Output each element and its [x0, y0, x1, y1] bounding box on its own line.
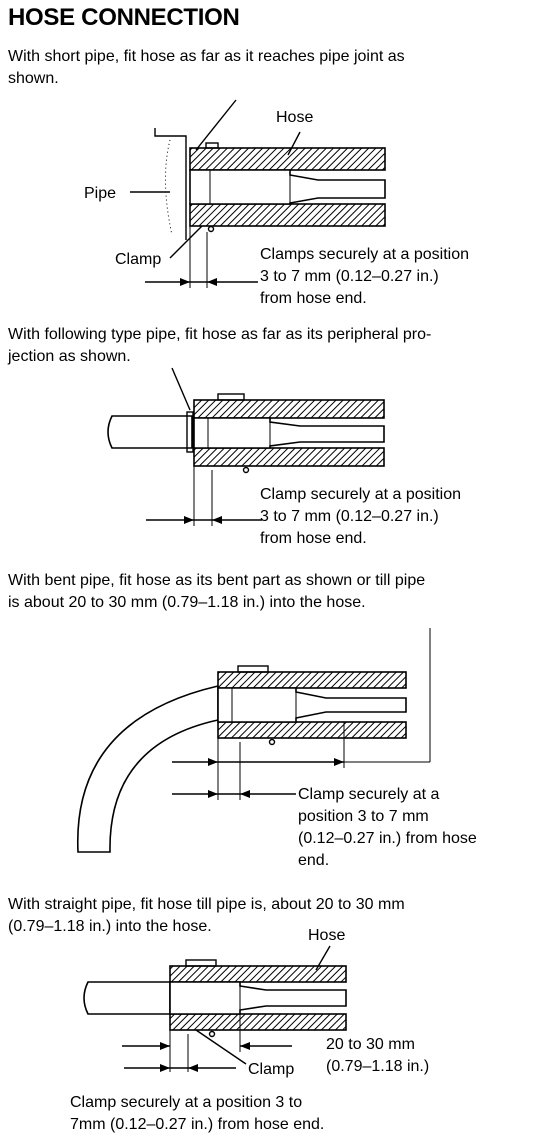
section2-note-line1: Clamp securely at a position [260, 486, 461, 503]
section2-note-line3: from hose end. [260, 530, 367, 547]
section4-text-line2: (0.79–1.18 in.) into the hose. [8, 918, 212, 935]
section3-note-line2: position 3 to 7 mm [298, 808, 429, 825]
section2-text-line2: jection as shown. [8, 348, 131, 365]
clamp-label-2: Clamp [248, 1061, 295, 1078]
section3-note-line4: end. [298, 852, 330, 869]
section4-note: Clamp securely at a position 3 to 7mm (0… [70, 1092, 324, 1136]
section3-instruction: With bent pipe, fit hose as its bent par… [8, 570, 425, 614]
section1-note-line3: from hose end. [260, 290, 367, 307]
section1-note-line2: 3 to 7 mm (0.12–0.27 in.) [260, 268, 439, 285]
section2-text-line1: With following type pipe, fit hose as fa… [8, 326, 432, 343]
section1-note-line1: Clamps securely at a position [260, 246, 469, 263]
section4-note-line2: 7mm (0.12–0.27 in.) from hose end. [70, 1116, 325, 1133]
section4-instruction: With straight pipe, fit hose till pipe i… [8, 894, 405, 938]
section3-text-line1: With bent pipe, fit hose as its bent par… [8, 572, 426, 589]
short-pipe-diagram [130, 99, 386, 288]
clamp-label: Clamp [115, 251, 162, 268]
section4-note-line1: Clamp securely at a position 3 to [70, 1094, 303, 1111]
page-title: HOSE CONNECTION [8, 4, 240, 31]
section1-note: Clamps securely at a position 3 to 7 mm … [260, 244, 469, 310]
section4-dim-line2: (0.79–1.18 in.) [326, 1058, 430, 1075]
section4-dimension: 20 to 30 mm (0.79–1.18 in.) [326, 1034, 429, 1078]
section3-note: Clamp securely at a position 3 to 7 mm (… [298, 784, 477, 872]
section2-note-line2: 3 to 7 mm (0.12–0.27 in.) [260, 508, 439, 525]
hose-bottom-wall [189, 203, 386, 227]
section1-text-line2: shown. [8, 70, 59, 87]
section4-dim-line1: 20 to 30 mm [326, 1036, 415, 1053]
following-pipe-diagram [107, 367, 385, 526]
section2-instruction: With following type pipe, fit hose as fa… [8, 324, 431, 368]
hose-label-2: Hose [308, 927, 346, 944]
section2-note: Clamp securely at a position 3 to 7 mm (… [260, 484, 461, 550]
section4-text-line1: With straight pipe, fit hose till pipe i… [8, 896, 405, 913]
straight-pipe-diagram [83, 945, 347, 1072]
section3-text-line2: is about 20 to 30 mm (0.79–1.18 in.) int… [8, 594, 366, 611]
section1-instruction: With short pipe, fit hose as far as it r… [8, 46, 405, 90]
section3-note-line1: Clamp securely at a [298, 786, 440, 803]
hose-top-wall [189, 147, 386, 171]
hose-label: Hose [276, 109, 314, 126]
section1-text-line1: With short pipe, fit hose as far as it r… [8, 48, 405, 65]
bent-pipe-diagram [77, 628, 431, 853]
section3-note-line3: (0.12–0.27 in.) from hose [298, 830, 477, 847]
pipe-label: Pipe [84, 185, 117, 202]
